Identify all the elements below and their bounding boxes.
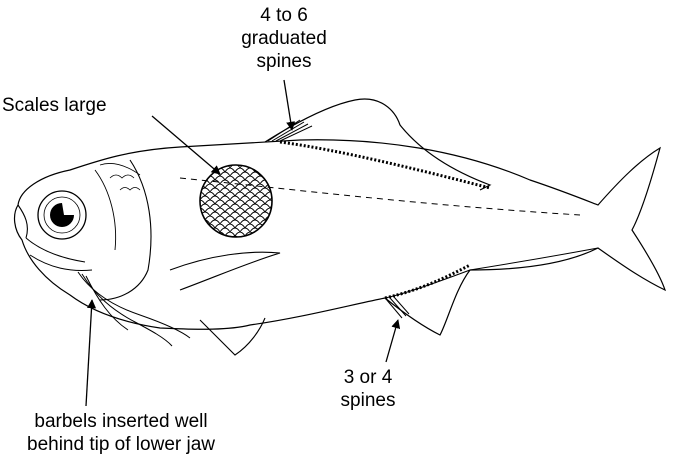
scales-detail [200,165,272,237]
eye [38,191,86,239]
label-line: barbels inserted well [0,410,242,433]
operculum [100,160,151,300]
label-line: 3 or 4 [318,366,418,389]
pelvic-fin [200,318,265,355]
dorsal-fin-base [280,142,490,188]
label-line: Scales large [2,94,164,117]
arrow-barbels [86,300,92,406]
arrow-anal-spines [386,320,398,362]
label-line: behind tip of lower jaw [0,433,242,456]
label-line: spines [318,389,418,412]
pectoral-fin [170,252,280,290]
label-line: graduated [214,27,354,50]
label-anal-spines: 3 or 4 spines [318,366,418,412]
label-scales: Scales large [2,94,164,117]
anal-fin [385,270,470,335]
label-line: spines [214,50,354,73]
label-line: 4 to 6 [214,4,354,27]
fish-body-outline [15,140,665,329]
dorsal-spines [268,120,312,141]
dorsal-fin [265,99,490,190]
annotation-arrows [86,80,398,406]
arrow-dorsal-spines [284,80,292,130]
label-dorsal-spines: 4 to 6 graduated spines [214,4,354,73]
label-barbels: barbels inserted well behind tip of lowe… [0,410,242,456]
barbels [78,272,190,346]
